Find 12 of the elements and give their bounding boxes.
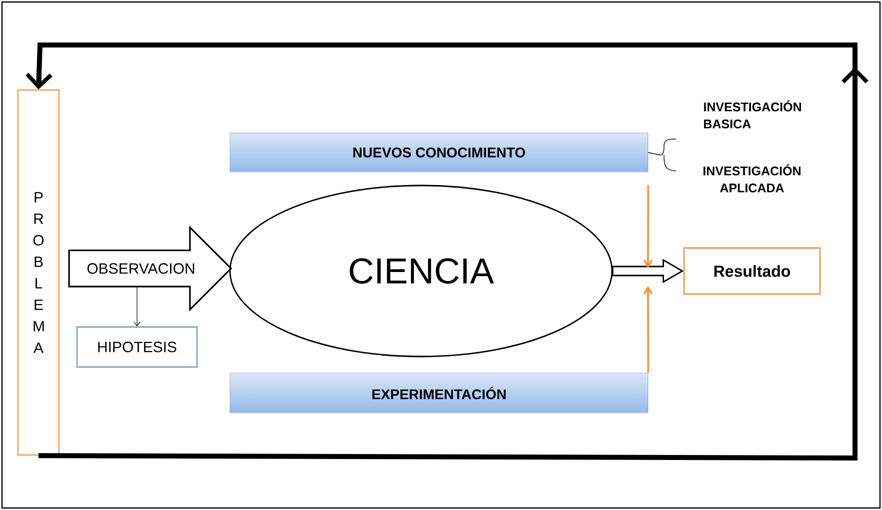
side-label: INVESTIGACIÓN BASICA — [704, 100, 801, 128]
process-bar: EXPERIMENTACIÓN — [230, 372, 648, 414]
result-box: Resultado — [683, 247, 821, 295]
process-box: HIPOTESIS — [76, 326, 198, 368]
side-label: INVESTIGACIÓN APLICADA — [704, 164, 800, 192]
process-bar: NUEVOS CONOCIMIENTO — [230, 132, 648, 172]
loop-arrow — [26, 42, 868, 460]
arrow — [643, 286, 653, 373]
arrow — [643, 185, 653, 268]
vertical-box: P R O B L E M A — [17, 89, 60, 456]
block-arrow — [612, 258, 684, 284]
arrow — [134, 286, 140, 326]
